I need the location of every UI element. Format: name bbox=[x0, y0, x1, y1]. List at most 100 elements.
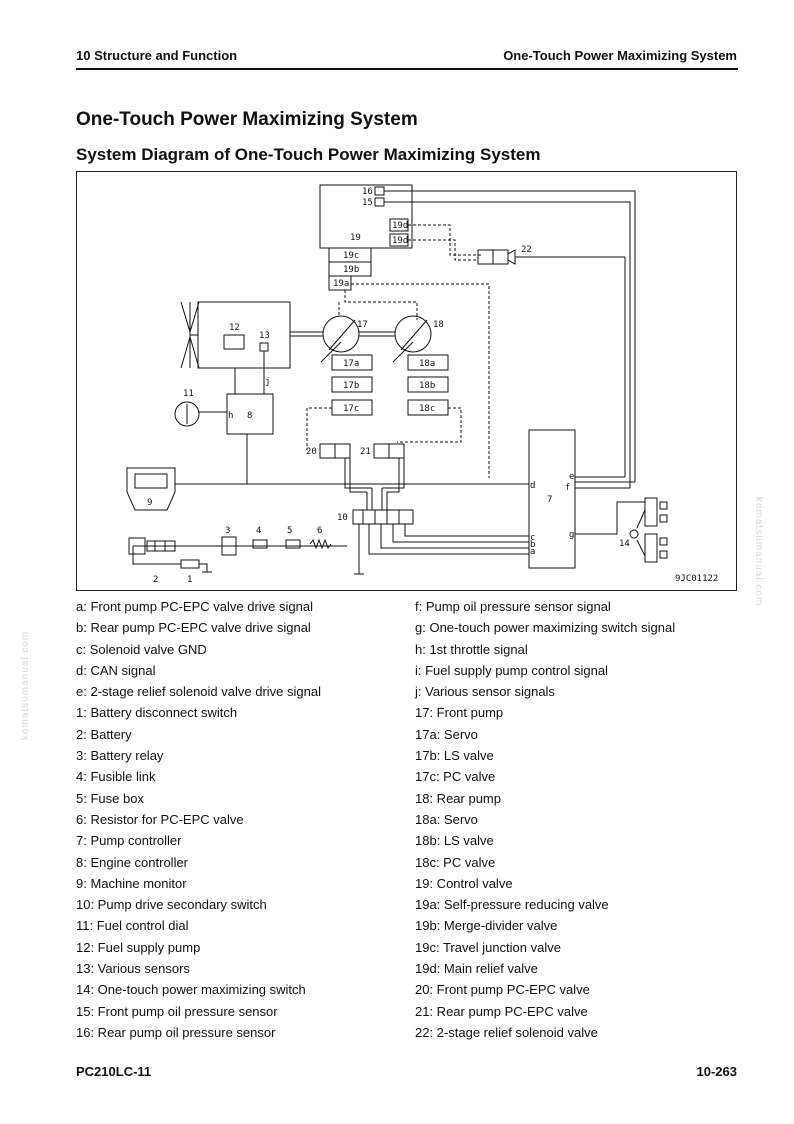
legend-item: 19: Control valve bbox=[415, 875, 513, 891]
svg-text:17: 17 bbox=[357, 320, 368, 330]
legend-item: 18a: Servo bbox=[415, 811, 478, 827]
page-subtitle: System Diagram of One-Touch Power Maximi… bbox=[76, 145, 541, 164]
legend-item: 13: Various sensors bbox=[76, 961, 190, 977]
svg-text:18: 18 bbox=[433, 320, 444, 330]
svg-text:22: 22 bbox=[521, 245, 532, 255]
legend-item: 19c: Travel junction valve bbox=[415, 939, 561, 955]
svg-text:1: 1 bbox=[187, 575, 192, 585]
legend-right: f: Pump oil pressure sensor signal g: On… bbox=[415, 596, 745, 1043]
svg-text:18b: 18b bbox=[419, 381, 435, 391]
legend-item: c: Solenoid valve GND bbox=[76, 641, 207, 657]
legend-item: 17b: LS valve bbox=[415, 748, 494, 764]
pump-drive-switch-10 bbox=[352, 509, 414, 525]
svg-text:17c: 17c bbox=[343, 404, 359, 414]
svg-text:9JC01122: 9JC01122 bbox=[675, 574, 718, 584]
legend-item: 5: Fuse box bbox=[76, 790, 144, 806]
legend-item: 9: Machine monitor bbox=[76, 875, 187, 891]
svg-text:7: 7 bbox=[547, 495, 552, 505]
legend-item: h: 1st throttle signal bbox=[415, 641, 528, 657]
svg-text:19: 19 bbox=[350, 233, 361, 243]
svg-text:13: 13 bbox=[259, 331, 270, 341]
svg-text:d: d bbox=[530, 481, 535, 491]
svg-text:19d: 19d bbox=[392, 236, 408, 246]
svg-text:20: 20 bbox=[306, 447, 317, 457]
svg-text:11: 11 bbox=[183, 389, 194, 399]
legend-item: 19b: Merge-divider valve bbox=[415, 918, 558, 934]
svg-text:10: 10 bbox=[337, 513, 348, 523]
header-section: 10 Structure and Function bbox=[76, 48, 238, 63]
legend-item: 17a: Servo bbox=[415, 726, 478, 742]
svg-text:4: 4 bbox=[256, 526, 261, 536]
svg-text:f: f bbox=[565, 483, 570, 493]
legend-item: 11: Fuel control dial bbox=[76, 918, 189, 934]
fuel-dial-11 bbox=[174, 401, 200, 427]
legend-item: 20: Front pump PC-EPC valve bbox=[415, 982, 590, 998]
legend-item: 4: Fusible link bbox=[76, 769, 156, 785]
svg-text:b: b bbox=[530, 540, 535, 550]
svg-text:j: j bbox=[265, 377, 270, 387]
header-topic: One-Touch Power Maximizing System bbox=[503, 48, 737, 63]
front-pump-17 bbox=[322, 315, 360, 353]
legend-item: b: Rear pump PC-EPC valve drive signal bbox=[76, 620, 311, 636]
legend-item: 17: Front pump bbox=[415, 705, 504, 721]
svg-text:19c: 19c bbox=[343, 251, 359, 261]
legend-item: 10: Pump drive secondary switch bbox=[76, 897, 267, 913]
legend-item: 12: Fuel supply pump bbox=[76, 939, 201, 955]
svg-text:17b: 17b bbox=[343, 381, 359, 391]
svg-text:3: 3 bbox=[225, 526, 230, 536]
svg-text:5: 5 bbox=[287, 526, 292, 536]
legend-item: i: Fuel supply pump control signal bbox=[415, 662, 608, 678]
pump-controller-7 bbox=[528, 429, 576, 569]
header-rule bbox=[76, 68, 738, 70]
legend-item: j: Various sensor signals bbox=[415, 684, 555, 700]
svg-text:19a: 19a bbox=[333, 279, 349, 289]
svg-text:6: 6 bbox=[317, 526, 322, 536]
svg-text:21: 21 bbox=[360, 447, 371, 457]
svg-text:16: 16 bbox=[362, 187, 373, 197]
legend-item: 18: Rear pump bbox=[415, 790, 501, 806]
svg-text:17a: 17a bbox=[343, 359, 359, 369]
system-diagram: 16 15 19d 19d 19 19c 19b 19a 22 12 13 17… bbox=[76, 171, 737, 591]
legend-item: 2: Battery bbox=[76, 726, 132, 742]
legend-item: 14: One-touch power maximizing switch bbox=[76, 982, 306, 998]
svg-text:g: g bbox=[569, 530, 574, 540]
legend-item: e: 2-stage relief solenoid valve drive s… bbox=[76, 684, 321, 700]
legend-item: 3: Battery relay bbox=[76, 748, 164, 764]
svg-text:2: 2 bbox=[153, 575, 158, 585]
watermark-right: komatsumanual.com bbox=[753, 497, 764, 607]
page-title: One-Touch Power Maximizing System bbox=[76, 109, 418, 130]
legend-item: 19d: Main relief valve bbox=[415, 961, 538, 977]
legend-item: 8: Engine controller bbox=[76, 854, 189, 870]
legend-item: 1: Battery disconnect switch bbox=[76, 705, 238, 721]
svg-text:18c: 18c bbox=[419, 404, 435, 414]
svg-text:18a: 18a bbox=[419, 359, 435, 369]
legend-item: a: Front pump PC-EPC valve drive signal bbox=[76, 599, 313, 614]
legend-item: f: Pump oil pressure sensor signal bbox=[415, 599, 611, 614]
watermark-left: komatsumanual.com bbox=[20, 630, 31, 740]
legend-item: 7: Pump controller bbox=[76, 833, 182, 849]
svg-text:14: 14 bbox=[619, 539, 630, 549]
svg-text:h: h bbox=[228, 411, 233, 421]
legend-item: d: CAN signal bbox=[76, 662, 156, 678]
svg-text:c: c bbox=[530, 533, 535, 543]
legend-item: 15: Front pump oil pressure sensor bbox=[76, 1003, 278, 1019]
svg-text:19b: 19b bbox=[343, 265, 359, 275]
legend-left: a: Front pump PC-EPC valve drive signal … bbox=[76, 596, 406, 1043]
footer-page-number: 10-263 bbox=[696, 1064, 737, 1079]
svg-text:15: 15 bbox=[362, 198, 373, 208]
svg-text:12: 12 bbox=[229, 323, 240, 333]
footer-model: PC210LC-11 bbox=[76, 1064, 152, 1079]
svg-text:e: e bbox=[569, 472, 574, 482]
legend-item: 22: 2-stage relief solenoid valve bbox=[415, 1024, 598, 1040]
legend-item: g: One-touch power maximizing switch sig… bbox=[415, 620, 676, 636]
legend-item: 19a: Self-pressure reducing valve bbox=[415, 897, 609, 913]
engine-controller-8 bbox=[226, 393, 274, 435]
svg-text:8: 8 bbox=[247, 411, 252, 421]
svg-text:a: a bbox=[530, 547, 535, 557]
legend-item: 18c: PC valve bbox=[415, 854, 496, 870]
system-diagram-svg: 16 15 19d 19d 19 19c 19b 19a 22 12 13 17… bbox=[126, 184, 718, 585]
machine-monitor-9 bbox=[126, 467, 176, 511]
legend-item: 17c: PC valve bbox=[415, 769, 496, 785]
legend-item: 18b: LS valve bbox=[415, 833, 494, 849]
rear-pump-18 bbox=[394, 315, 432, 353]
